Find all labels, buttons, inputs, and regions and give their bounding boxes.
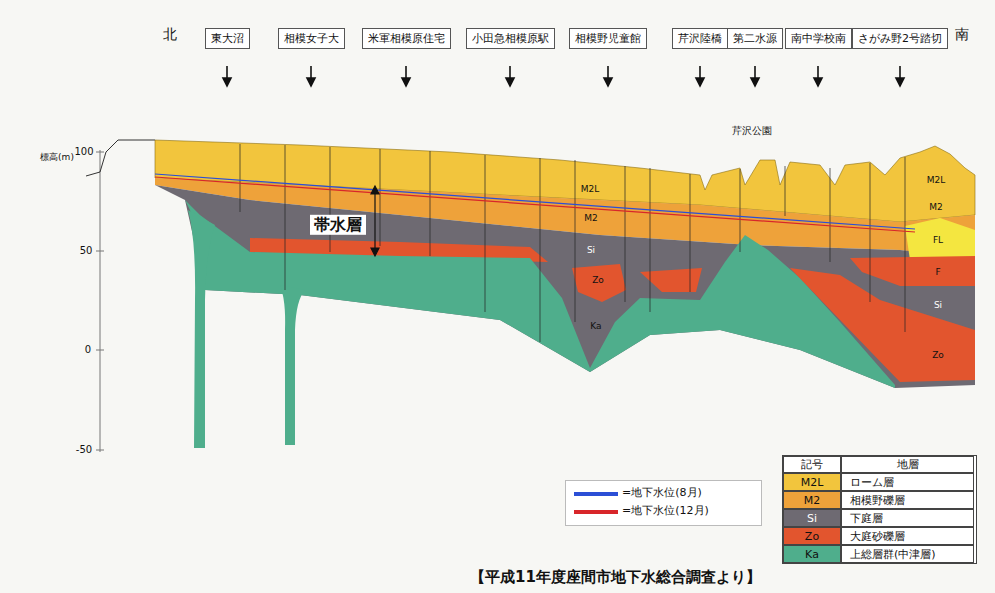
- layer-code: FL: [933, 235, 943, 245]
- legend-text: 大庭砂礫層: [850, 529, 905, 544]
- legend-row: ローム層: [841, 473, 974, 491]
- layer-code: M2: [584, 213, 598, 223]
- legend-swatch: Zo: [783, 527, 841, 545]
- layer-code: Si: [807, 512, 817, 525]
- location-box: 東大沼: [205, 28, 250, 49]
- groundwater-dec: [155, 177, 915, 232]
- terrain-line: [86, 140, 155, 176]
- shimoniwa-layer: [155, 185, 975, 388]
- axis-title: 標高(m): [40, 152, 74, 162]
- legend-text: ローム層: [850, 475, 894, 490]
- legend-text: =地下水位(12月): [622, 505, 709, 518]
- legend-swatch: Si: [783, 509, 841, 527]
- layer-code: Ka: [590, 321, 601, 331]
- legend-text: 下庭層: [850, 511, 883, 526]
- direction: 北: [163, 26, 177, 42]
- legend-swatch: M2L: [783, 473, 841, 491]
- direction: 南: [955, 26, 969, 42]
- caption: 【平成11年度座間市地下水総合調査より】: [470, 569, 761, 586]
- layer-code: M2L: [927, 175, 946, 185]
- location-name: 相模女子大: [284, 32, 339, 45]
- legend-table: 記号 地層 M2L ローム層 M2 相模野礫層 Si 下庭層 Zo 大庭砂礫層 Ka 上総層群(中津層…: [782, 455, 977, 564]
- elevation-axis: [96, 150, 104, 452]
- legend-row: 大庭砂礫層: [841, 527, 974, 545]
- f-layer: [850, 256, 975, 286]
- oba-gravel: [572, 264, 626, 302]
- aquifer-label: 帯水層: [310, 215, 366, 235]
- legend-swatch: Ka: [783, 545, 841, 563]
- line-sample: [574, 487, 618, 501]
- legend-swatch: M2: [783, 491, 841, 509]
- fl-layer: [905, 218, 975, 260]
- place-name: 芹沢公園: [732, 125, 772, 137]
- kazusa-pillar: [280, 285, 305, 445]
- layer-code: Zo: [805, 530, 819, 543]
- line-sample: [574, 505, 618, 519]
- header-text: 記号: [801, 457, 823, 472]
- location-name: 相模野児童館: [575, 32, 641, 45]
- layer-code: M2L: [801, 476, 824, 489]
- layer-code: Ka: [805, 548, 819, 561]
- axis-value: -50: [76, 444, 92, 456]
- table-header: 記号: [783, 456, 841, 473]
- axis-value: 50: [80, 245, 93, 257]
- layer-code: Si: [934, 300, 942, 310]
- location-box: 芹沢陸橋: [672, 28, 728, 49]
- location-name: 小田急相模原駅: [472, 32, 549, 45]
- location-box: 相模女子大: [278, 28, 345, 49]
- location-arrows: [223, 66, 904, 86]
- location-name: 東大沼: [211, 32, 244, 45]
- layer-code: Zo: [592, 275, 604, 285]
- kazusa-pillar: [188, 210, 215, 448]
- table-header: 地層: [841, 456, 974, 473]
- location-name: 米軍相模原住宅: [368, 32, 445, 45]
- legend-text: =地下水位(8月): [622, 487, 702, 500]
- groundwater-aug: [155, 174, 915, 229]
- line-legend: =地下水位(8月) =地下水位(12月): [565, 480, 762, 526]
- location-box: 小田急相模原駅: [466, 28, 555, 49]
- layer-code: M2: [804, 494, 821, 507]
- axis-value: 0: [85, 344, 91, 356]
- location-box: さがみ野2号踏切: [852, 28, 948, 49]
- legend-row: 上総層群(中津層): [841, 545, 974, 563]
- location-box: 米軍相模原住宅: [362, 28, 451, 49]
- location-name: 南中学校南: [791, 32, 846, 45]
- legend-text: 相模野礫層: [850, 493, 905, 508]
- legend-row: 相模野礫層: [841, 491, 974, 509]
- boring-lines: [240, 144, 905, 342]
- location-name: さがみ野2号踏切: [858, 32, 942, 45]
- location-box: 南中学校南: [785, 28, 852, 49]
- layer-code: M2L: [581, 184, 600, 194]
- aquifer-arrow: [371, 186, 379, 256]
- header-text: 地層: [897, 457, 919, 472]
- legend-row: 下庭層: [841, 509, 974, 527]
- legend-text: 上総層群(中津層): [850, 547, 936, 562]
- location-box: 相模野児童館: [569, 28, 647, 49]
- layer-code: Si: [587, 245, 595, 255]
- location-box: 第二水源: [727, 28, 783, 49]
- axis-value: 100: [74, 146, 93, 158]
- layer-code: M2: [929, 202, 943, 212]
- layer-code: F: [935, 267, 940, 277]
- layer-code: Zo: [932, 350, 944, 360]
- location-name: 芹沢陸橋: [678, 32, 722, 45]
- location-name: 第二水源: [733, 32, 777, 45]
- oba-gravel: [640, 268, 702, 292]
